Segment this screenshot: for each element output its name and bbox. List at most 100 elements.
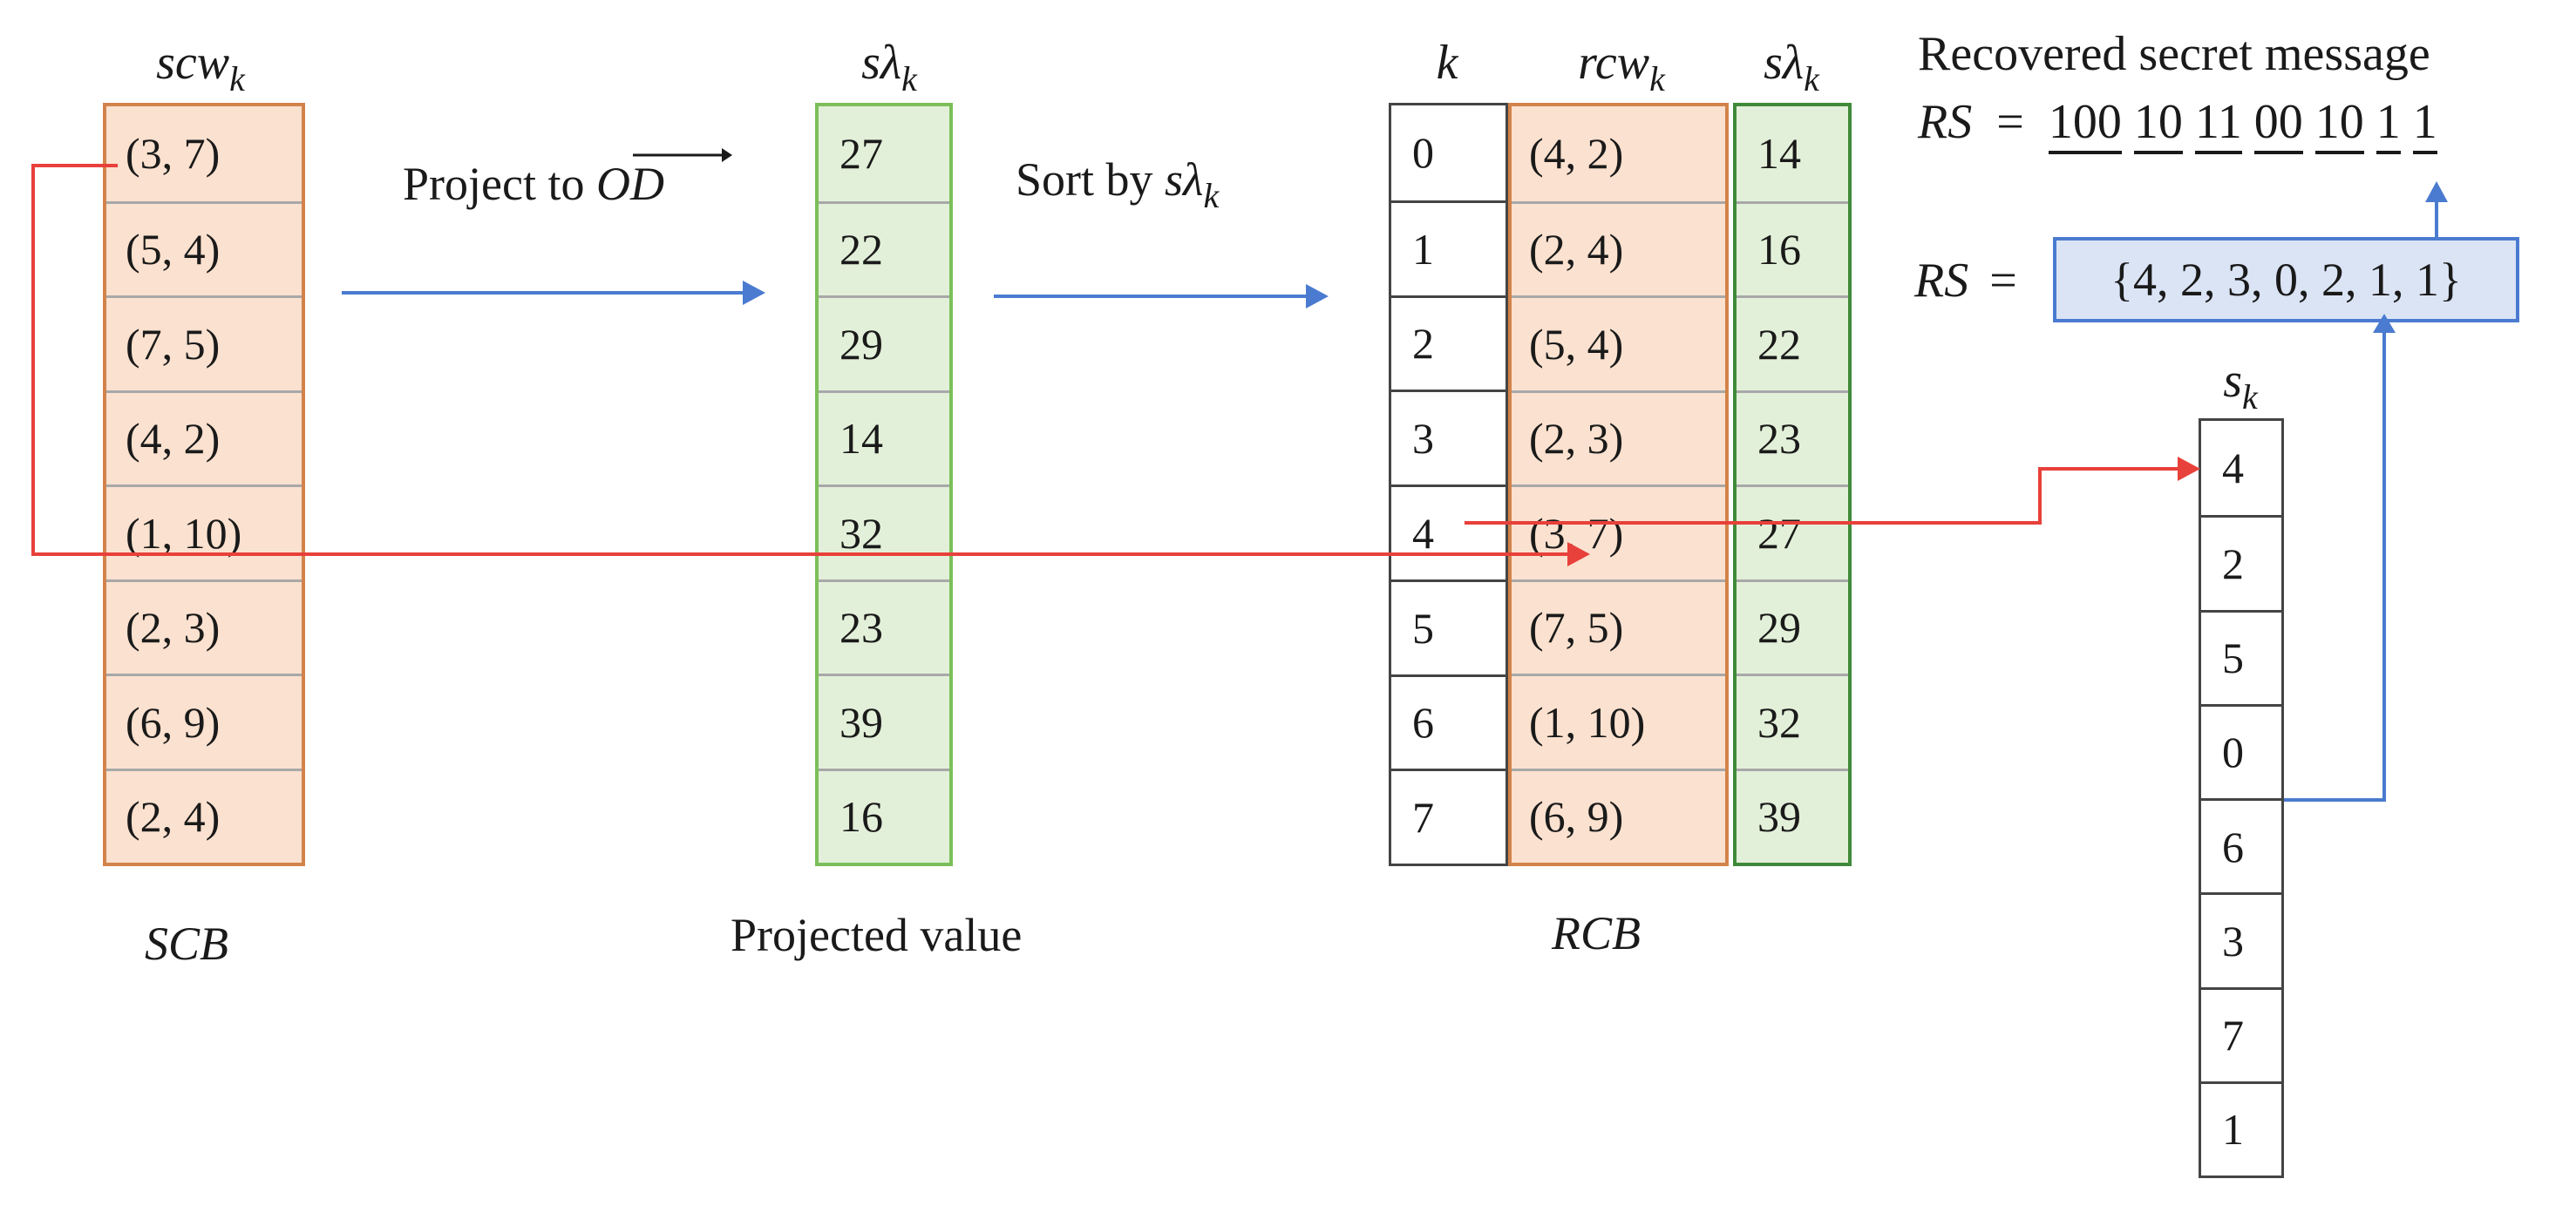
project-label: Project to OD bbox=[403, 157, 664, 211]
rcb-rcw-header: rcwk bbox=[1517, 35, 1726, 98]
od-vector-arrow-icon bbox=[633, 148, 732, 162]
rs-bit-group: 1 bbox=[2375, 95, 2401, 154]
projected-header-main: sλ bbox=[861, 36, 902, 90]
arrow-sk-to-set-icon bbox=[2284, 314, 2396, 802]
projected-cell: 39 bbox=[819, 674, 949, 769]
sk-cell: 6 bbox=[2201, 798, 2281, 892]
sk-cell: 4 bbox=[2222, 444, 2244, 493]
rs-label-bottom: RS bbox=[1914, 254, 1969, 308]
arrow-set-to-bits-icon bbox=[2425, 181, 2448, 237]
rcb-k-cell: 4 bbox=[1391, 484, 1505, 579]
rcb-label: RCB bbox=[1552, 907, 1641, 959]
sk-cell: 0 bbox=[2201, 703, 2281, 798]
rcb-k-cell: 3 bbox=[1391, 390, 1505, 484]
rs-set-line: RS = bbox=[1914, 253, 2026, 308]
scb-label: SCB bbox=[145, 918, 229, 970]
rs-bit-group: 11 bbox=[2194, 95, 2242, 154]
sk-header: sk bbox=[2197, 353, 2284, 417]
arrow-sort-icon bbox=[994, 284, 1329, 308]
rcb-k-cell: 5 bbox=[1391, 579, 1505, 674]
sk-header-sub: k bbox=[2242, 377, 2258, 417]
arrow-scb-to-rcb-icon bbox=[31, 164, 1590, 566]
rcb-rcw-header-sub: k bbox=[1649, 59, 1665, 98]
rcb-sl-cell: 32 bbox=[1737, 674, 1848, 769]
scb-cell: (6, 9) bbox=[106, 674, 302, 769]
rcb-rcw-cell: (2, 3) bbox=[1512, 390, 1725, 485]
rcb-sl-cell: 14 bbox=[1757, 129, 1801, 179]
scb-header-main: scw bbox=[156, 36, 230, 90]
scb-cell: (3, 7) bbox=[126, 129, 221, 179]
sk-header-main: s bbox=[2223, 354, 2243, 408]
rcb-rcw-cell: (1, 10) bbox=[1512, 674, 1725, 769]
scb-cell: (2, 4) bbox=[106, 768, 302, 864]
rcb-sl-cell: 29 bbox=[1737, 579, 1848, 674]
rs-bit-group: 00 bbox=[2253, 95, 2303, 154]
sort-label: Sort by sλk bbox=[1016, 152, 1219, 215]
rs-set-text: {4, 2, 3, 0, 2, 1, 1} bbox=[2110, 254, 2462, 306]
projected-header-sub: k bbox=[901, 59, 917, 98]
sort-label-text: Sort by bbox=[1016, 153, 1166, 206]
rcb-rcw-cell: (5, 4) bbox=[1512, 295, 1725, 390]
scb-header-sub: k bbox=[229, 59, 245, 98]
rcb-k-cell: 6 bbox=[1391, 674, 1505, 769]
rs-set-box: {4, 2, 3, 0, 2, 1, 1} bbox=[2053, 237, 2519, 322]
scb-column: (3, 7) (5, 4)(7, 5)(4, 2)(1, 10)(2, 3)(6,… bbox=[103, 103, 305, 866]
sk-cell: 3 bbox=[2201, 892, 2281, 986]
recovered-title: Recovered secret message bbox=[1918, 27, 2430, 81]
rcb-sl-header: sλk bbox=[1735, 35, 1848, 98]
sk-cell: 2 bbox=[2201, 515, 2281, 609]
project-label-text: Project to bbox=[403, 158, 596, 210]
rcb-sl-cell: 39 bbox=[1737, 768, 1848, 864]
rs-equals-bottom: = bbox=[1989, 254, 2017, 308]
scb-cell: (4, 2) bbox=[106, 390, 302, 485]
rcb-sl-header-sub: k bbox=[1804, 59, 1819, 98]
scb-cell: (7, 5) bbox=[106, 295, 302, 390]
sk-cell: 7 bbox=[2201, 986, 2281, 1081]
rs-equals-top: = bbox=[1996, 95, 2024, 149]
rs-label-top: RS bbox=[1918, 95, 1973, 149]
rs-bit-group: 10 bbox=[2133, 95, 2183, 154]
od-vector: OD bbox=[595, 158, 664, 210]
projected-cell: 27 bbox=[839, 129, 883, 179]
rcb-rcw-column: (4, 2)(2, 4)(5, 4)(2, 3)(3, 7)(7, 5)(1, … bbox=[1508, 103, 1729, 866]
rcb-rcw-cell: (6, 9) bbox=[1512, 768, 1725, 864]
rcb-rcw-header-main: rcw bbox=[1578, 36, 1650, 90]
projected-cell: 16 bbox=[819, 768, 949, 864]
rcb-sl-cell: 27 bbox=[1737, 484, 1848, 579]
rcb-sl-cell: 16 bbox=[1737, 200, 1848, 296]
sort-var-main: sλ bbox=[1165, 153, 1204, 206]
projected-cell: 32 bbox=[819, 484, 949, 579]
sort-var-sub: k bbox=[1203, 176, 1220, 215]
arrow-rcb-to-sk-icon bbox=[1465, 457, 2200, 525]
rcb-k-header: k bbox=[1390, 35, 1504, 91]
rs-bit-group: 100 bbox=[2048, 95, 2122, 154]
sk-cell: 5 bbox=[2201, 609, 2281, 704]
arrow-project-icon bbox=[342, 281, 765, 305]
rs-bit-group: 1 bbox=[2412, 95, 2437, 154]
sk-cell: 1 bbox=[2201, 1081, 2281, 1176]
rs-bit-group: 10 bbox=[2314, 95, 2364, 154]
scb-header: scwk bbox=[105, 35, 296, 98]
rcb-k-cell: 2 bbox=[1391, 295, 1505, 390]
rcb-k-header-text: k bbox=[1436, 36, 1458, 90]
rcb-rcw-cell: (4, 2) bbox=[1529, 129, 1624, 179]
projected-cell: 23 bbox=[819, 579, 949, 674]
scb-cell: (1, 10) bbox=[106, 484, 302, 579]
rcb-k-cell: 0 bbox=[1412, 128, 1434, 178]
rcb-k-cell: 7 bbox=[1391, 769, 1505, 864]
rcb-sl-cell: 23 bbox=[1737, 390, 1848, 485]
scb-cell: (5, 4) bbox=[106, 200, 302, 296]
rcb-sl-header-main: sλ bbox=[1764, 36, 1805, 90]
scb-cell: (2, 3) bbox=[106, 579, 302, 674]
projected-label: Projected value bbox=[731, 909, 1023, 961]
rcb-sl-cell: 22 bbox=[1737, 295, 1848, 390]
projected-header: sλk bbox=[819, 35, 959, 98]
rcb-rcw-cell: (7, 5) bbox=[1512, 579, 1725, 674]
projected-cell: 29 bbox=[819, 295, 949, 390]
